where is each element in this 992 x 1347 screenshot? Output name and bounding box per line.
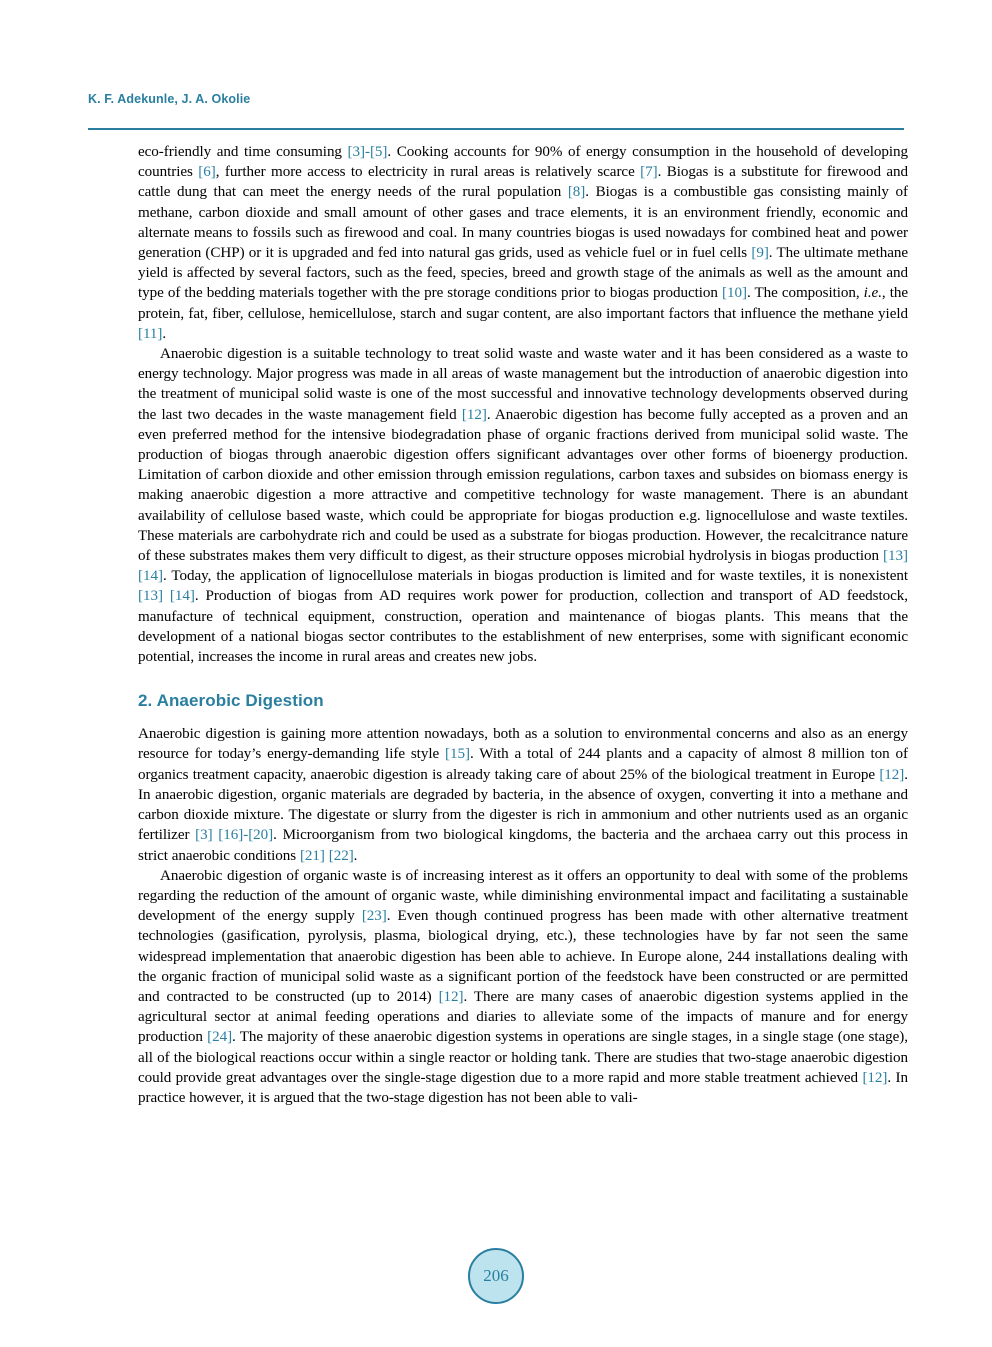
citation-link[interactable]: [15]	[445, 746, 470, 763]
citation-link[interactable]: [12]	[461, 406, 487, 423]
page-number-container: 206	[0, 1248, 992, 1304]
page-number-badge: 206	[468, 1248, 524, 1304]
citation-link[interactable]: [11]	[138, 325, 163, 342]
citation-link[interactable]: [24]	[207, 1029, 233, 1046]
citation-link[interactable]: [9]	[751, 245, 769, 262]
citation-link[interactable]: [3] [16]-[20]	[195, 827, 274, 844]
running-head-authors: K. F. Adekunle, J. A. Okolie	[88, 92, 251, 106]
citation-link[interactable]: [6]	[198, 164, 216, 181]
citation-link[interactable]: [8]	[567, 184, 586, 201]
page-content: eco-friendly and time consuming [3]-[5].…	[138, 142, 908, 1108]
emphasis-text: i.e.	[863, 285, 882, 302]
paragraph-section2-first: Anaerobic digestion is gaining more atte…	[138, 726, 908, 864]
paragraph-anaerobic-overview: Anaerobic digestion is a suitable techno…	[138, 346, 909, 666]
citation-link[interactable]: [13] [14]	[138, 548, 908, 585]
citation-link[interactable]: [12]	[879, 766, 905, 783]
running-head: K. F. Adekunle, J. A. Okolie	[88, 92, 904, 106]
paragraph-section2-second: Anaerobic digestion of organic waste is …	[138, 867, 909, 1106]
citation-link[interactable]: [12]	[862, 1069, 888, 1086]
citation-link[interactable]: [13] [14]	[138, 588, 195, 605]
citation-link[interactable]: [12]	[438, 988, 464, 1005]
paragraph-intro-continuation: eco-friendly and time consuming [3]-[5].…	[138, 144, 909, 342]
section-heading-anaerobic-digestion: 2. Anaerobic Digestion	[138, 691, 324, 711]
citation-link[interactable]: [3]-[5]	[347, 144, 388, 160]
citation-link[interactable]: [7]	[640, 164, 658, 181]
header-divider-rule	[88, 128, 904, 130]
citation-link[interactable]: [21] [22]	[299, 847, 354, 864]
citation-link[interactable]: [10]	[721, 285, 747, 302]
citation-link[interactable]: [23]	[361, 908, 387, 925]
